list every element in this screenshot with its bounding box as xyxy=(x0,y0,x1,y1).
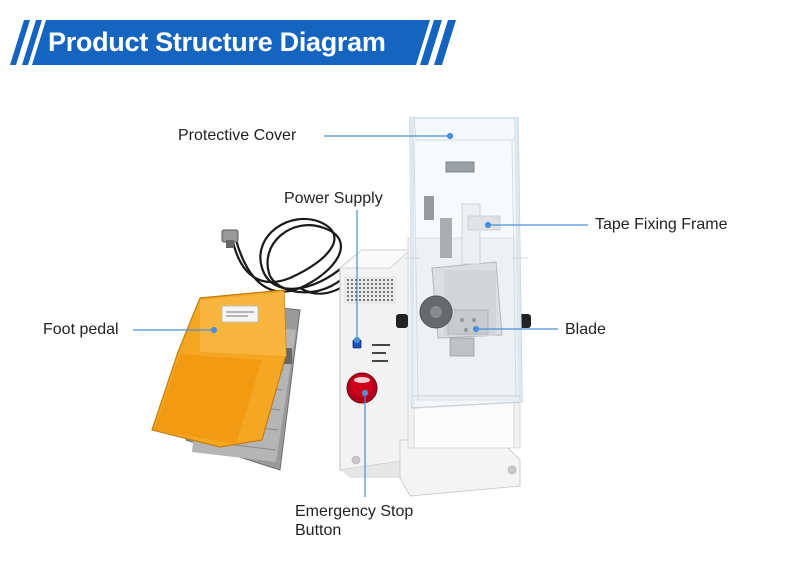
label-emergency-stop-line1: Emergency Stop xyxy=(295,503,414,520)
banner-stripes-right xyxy=(420,20,456,65)
label-emergency-stop-line2: Button xyxy=(295,522,342,539)
label-tape-fixing-frame: Tape Fixing Frame xyxy=(595,216,728,233)
pedal-cable xyxy=(230,217,359,295)
label-emergency-stop: Emergency Stop Button xyxy=(295,502,455,540)
leader-lines xyxy=(133,132,588,497)
emergency-stop-button xyxy=(346,372,378,404)
foot-pedal xyxy=(151,289,301,471)
banner-body xyxy=(32,20,430,65)
cutting-head xyxy=(396,196,531,449)
label-foot-pedal: Foot pedal xyxy=(43,321,119,338)
label-blade: Blade xyxy=(565,321,606,338)
page-title: Product Structure Diagram xyxy=(48,27,386,57)
label-protective-cover: Protective Cover xyxy=(178,127,297,144)
vent-dots xyxy=(347,279,393,301)
title-banner xyxy=(10,20,456,65)
cable-connector xyxy=(221,229,239,248)
banner-stripes-left xyxy=(10,20,42,65)
protective-cover xyxy=(404,117,528,409)
label-power-supply: Power Supply xyxy=(284,190,383,207)
